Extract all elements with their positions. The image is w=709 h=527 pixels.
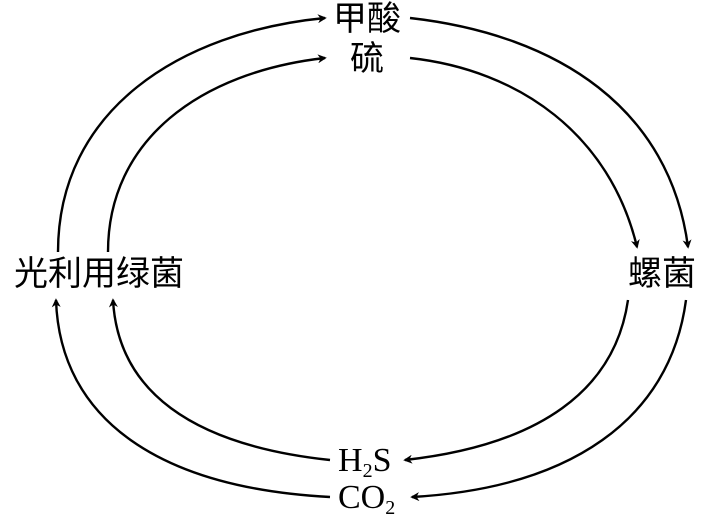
label-formic-acid: 甲酸 bbox=[333, 0, 401, 39]
label-spirillum: 螺菌 bbox=[628, 254, 696, 294]
arrow-h2s-to-left bbox=[108, 298, 331, 462]
co2-subscript: 2 bbox=[385, 497, 396, 519]
co2-symbol: CO bbox=[338, 479, 386, 516]
h2s-symbol-s: S bbox=[372, 442, 392, 479]
label-green-bacteria: 光利用绿菌 bbox=[14, 254, 184, 294]
arrow-sulfur-to-right bbox=[409, 56, 640, 249]
arrow-right-to-co2 bbox=[410, 299, 688, 502]
arrow-co2-to-left bbox=[51, 298, 331, 499]
arrow-left-to-formic-acid bbox=[56, 14, 327, 253]
label-h2s: H2S bbox=[338, 442, 392, 482]
h2s-subscript: 2 bbox=[362, 460, 373, 482]
arrow-left-to-sulfur bbox=[106, 54, 327, 253]
label-sulfur: 硫 bbox=[350, 39, 384, 79]
label-co2: CO2 bbox=[338, 479, 395, 519]
arrow-right-to-h2s bbox=[403, 299, 630, 464]
h2s-symbol-h: H bbox=[338, 442, 363, 479]
arrow-formic-acid-to-right bbox=[409, 16, 692, 249]
